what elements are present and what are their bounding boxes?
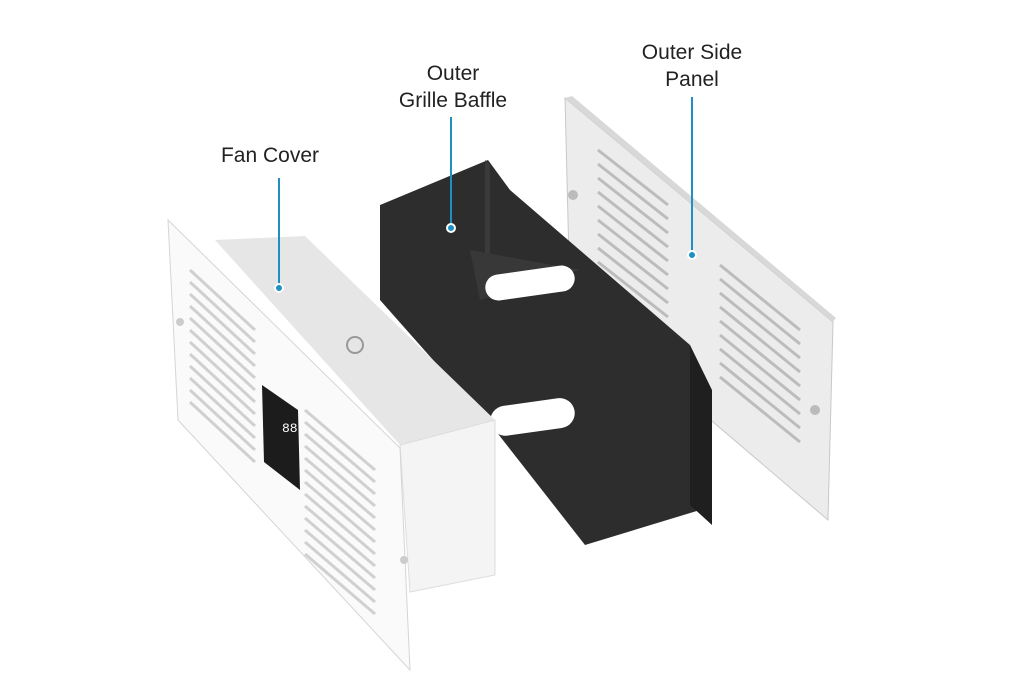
side-panel-marker — [687, 250, 697, 260]
baffle-marker — [446, 223, 456, 233]
slat — [719, 263, 801, 332]
slat — [719, 347, 801, 416]
slat — [719, 319, 801, 388]
slat — [304, 420, 376, 484]
label-fan-cover: Fan Cover — [221, 142, 319, 169]
slat — [188, 352, 257, 416]
slat — [597, 148, 669, 207]
slat — [597, 260, 669, 319]
slat — [597, 190, 669, 249]
slat — [597, 204, 669, 263]
label-outer-side-panel: Outer Side Panel — [642, 39, 742, 93]
slat — [597, 246, 669, 305]
slat — [188, 400, 257, 464]
slat — [719, 291, 801, 360]
slat — [597, 218, 669, 277]
slat — [188, 376, 257, 440]
display-readout: 88 — [282, 421, 298, 436]
slat — [188, 292, 257, 356]
outer-grille-baffle — [380, 160, 712, 545]
slat — [304, 540, 376, 604]
slat — [304, 468, 376, 532]
slat — [188, 268, 257, 332]
label-line: Outer — [426, 62, 480, 85]
slat — [719, 333, 801, 402]
label-line: Outer Side — [641, 41, 743, 64]
slat — [188, 304, 257, 368]
slat — [188, 280, 257, 344]
fan-cover-marker — [274, 283, 284, 293]
slat — [304, 516, 376, 580]
slat — [304, 552, 376, 616]
label-line: Grille Baffle — [398, 89, 508, 112]
outer-side-panel — [564, 96, 836, 522]
slat — [597, 176, 669, 235]
slat — [719, 305, 801, 374]
slat — [304, 528, 376, 592]
label-line: Panel — [665, 68, 719, 91]
slat — [304, 504, 376, 568]
slat — [188, 340, 257, 404]
slat — [304, 408, 376, 472]
slat — [304, 492, 376, 556]
label-line: Fan Cover — [220, 144, 320, 167]
slat — [188, 316, 257, 380]
slat — [719, 375, 801, 444]
slat — [304, 444, 376, 508]
slat — [597, 232, 669, 291]
fan-cover: 88 — [167, 218, 496, 672]
label-outer-grille-baffle: Outer Grille Baffle — [399, 60, 507, 114]
slat — [719, 361, 801, 430]
slat — [188, 328, 257, 392]
slat — [719, 277, 801, 346]
leader-lines — [278, 97, 693, 287]
slat — [188, 388, 257, 452]
slat — [188, 364, 257, 428]
slat — [597, 162, 669, 221]
slat — [304, 432, 376, 496]
slat — [304, 456, 376, 520]
slat — [304, 480, 376, 544]
